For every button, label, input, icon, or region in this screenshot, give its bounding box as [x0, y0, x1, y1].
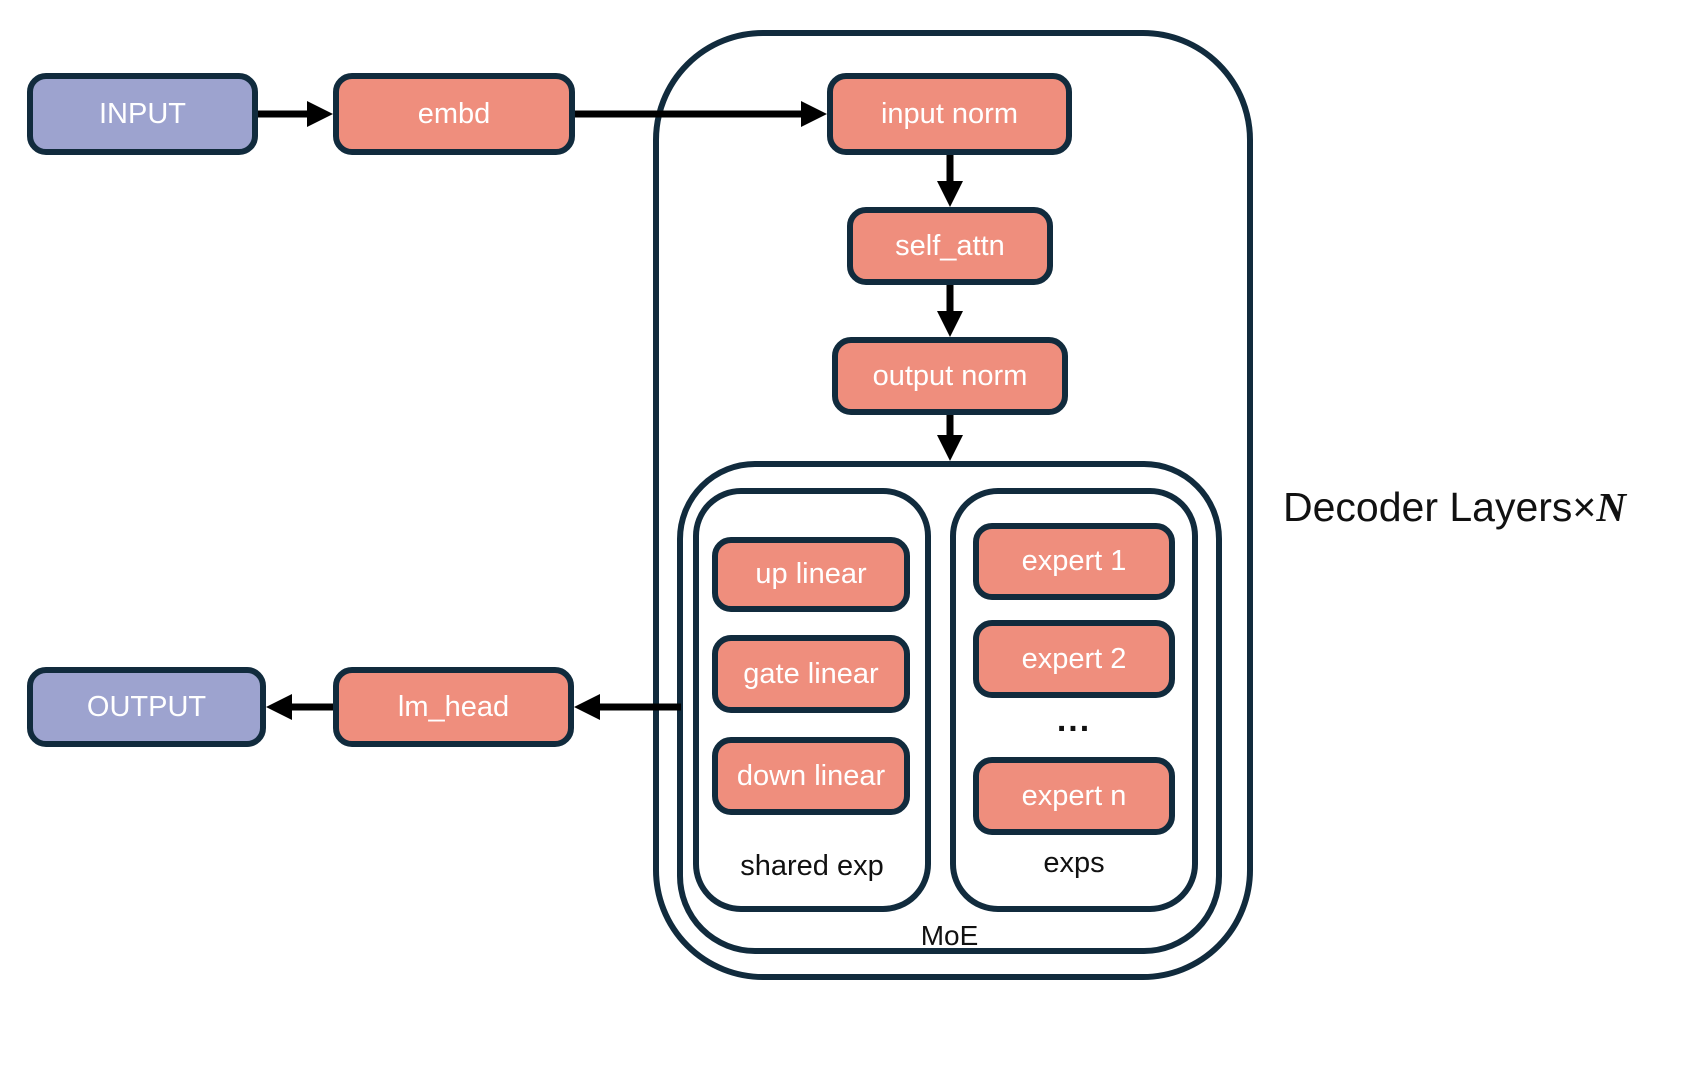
experts-ellipsis: ... [1056, 701, 1092, 739]
decoder-layers-text: Decoder Layers× [1283, 484, 1597, 530]
shared-exp-label: shared exp [740, 849, 884, 882]
decoder-layers-container [653, 30, 1253, 980]
decoder-layers-annotation: Decoder Layers×N [1283, 487, 1626, 528]
exps-label: exps [1043, 846, 1105, 879]
shared-exp-container [693, 488, 931, 912]
output-norm-node: output norm [832, 337, 1068, 415]
expert-n-node: expert n [973, 757, 1175, 835]
down-linear-node: down linear [712, 737, 910, 815]
exps-container [950, 488, 1198, 912]
moe-label: MoE [920, 920, 979, 951]
embd-node: embd [333, 73, 575, 155]
self-attn-node: self_attn [847, 207, 1053, 285]
input-norm-node: input norm [827, 73, 1072, 155]
expert-2-node: expert 2 [973, 620, 1175, 698]
input-node: INPUT [27, 73, 258, 155]
output-node: OUTPUT [27, 667, 266, 747]
up-linear-node: up linear [712, 537, 910, 612]
decoder-layers-n: N [1596, 484, 1626, 530]
gate-linear-node: gate linear [712, 635, 910, 713]
expert-1-node: expert 1 [973, 523, 1175, 600]
lm-head-node: lm_head [333, 667, 574, 747]
